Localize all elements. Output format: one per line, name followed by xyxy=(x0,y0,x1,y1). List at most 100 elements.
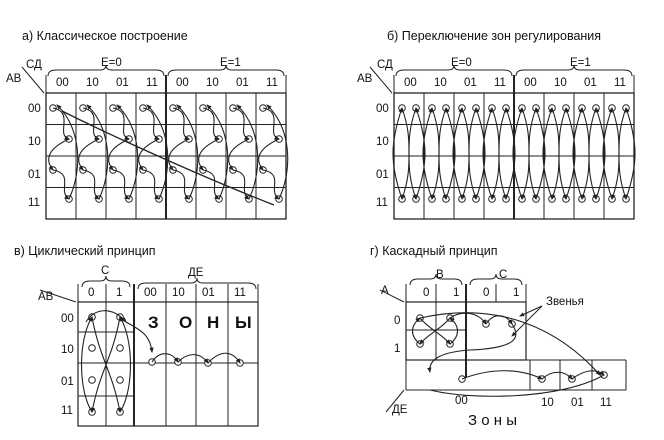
panel-d-row-label: 0 xyxy=(394,315,401,327)
panel-d-col-c-label: 0 xyxy=(483,287,490,299)
panel-c-path xyxy=(119,316,131,413)
panel-b-col-label: 10 xyxy=(554,77,567,89)
panel-c-col-de-label: 11 xyxy=(234,287,246,299)
panel-a-cycle-path xyxy=(236,104,259,200)
panel-a-col-label: 00 xyxy=(56,77,69,89)
panel-a-brace xyxy=(47,64,165,77)
panel-a-cycle-path xyxy=(168,138,190,171)
panel-d-links-pointer xyxy=(511,305,543,337)
panel-c-zone-letter: Ы xyxy=(235,313,253,332)
panel-d-group-c: С xyxy=(499,269,508,281)
panel-d-zones-word: З о н ы xyxy=(468,412,517,429)
panel-a-cycle-path xyxy=(202,169,220,200)
panel-d-corner-line xyxy=(379,289,405,303)
panel-d-bottom-label: 00 xyxy=(455,395,468,407)
panel-d-corner-bottom: ДЕ xyxy=(392,404,408,416)
panel-b-cycle-path xyxy=(445,106,456,200)
panel-a-cycle-path xyxy=(112,107,131,140)
panel-d-path xyxy=(419,317,451,345)
panel-a-cycle-path xyxy=(172,107,191,140)
panel-a-cycle-path xyxy=(112,169,130,200)
panel-a-col-label: 01 xyxy=(116,77,129,89)
panel-a-cycle-path xyxy=(258,138,280,171)
panel-a-cycle-path xyxy=(48,138,70,171)
panel-b-cycle-path xyxy=(392,106,403,200)
panel-b-corner-left: АВ xyxy=(357,73,373,85)
panel-a-group-left: E=0 xyxy=(101,57,122,69)
panel-d-col-b-label: 0 xyxy=(423,287,430,299)
panel-b-cycle-path xyxy=(551,107,567,201)
panel-b-group-right: E=1 xyxy=(570,57,591,69)
panel-d-zone-path xyxy=(429,374,605,397)
panel-a-col-label: 01 xyxy=(236,77,249,89)
panel-a-corner-diagonal xyxy=(21,66,45,94)
panel-b-cycle-path xyxy=(572,106,583,200)
panel-b-cycle-path xyxy=(565,106,576,200)
panel-a-col-label: 11 xyxy=(266,77,278,89)
panel-b-cycle-path xyxy=(602,106,613,200)
panel-a-row-label: 10 xyxy=(28,136,41,148)
panel-b-corner-diagonal xyxy=(369,66,393,94)
panel-c-row-label: 01 xyxy=(61,376,74,388)
panel-c-node xyxy=(88,344,96,352)
panel-a-cycle-path xyxy=(82,169,100,200)
panel-b-cycle-path xyxy=(452,106,463,200)
panel-a-cycle-path xyxy=(108,138,130,171)
panel-b-cycle-path xyxy=(535,106,546,200)
panel-a-cycle-path xyxy=(146,104,169,200)
panel-c-row-label: 11 xyxy=(61,405,73,417)
panel-b-brace xyxy=(515,64,633,77)
panel-a-cycle-path xyxy=(202,107,221,140)
panel-a-cycle-path xyxy=(78,138,100,171)
panel-d-corner-left: А xyxy=(381,285,389,297)
panel-b-col-label: 00 xyxy=(524,77,537,89)
panel-d-col-b-label: 1 xyxy=(453,287,460,299)
panel-c-col-de-label: 10 xyxy=(172,287,185,299)
panel-a-cycle-path xyxy=(198,138,220,171)
panel-c-zone-letter: З xyxy=(148,313,160,332)
panel-b-group-left: E=0 xyxy=(451,57,472,69)
panel-d-path xyxy=(427,323,517,374)
panel-a-cycle-path xyxy=(86,104,109,200)
panel-b-cycle-path xyxy=(542,106,553,200)
panel-c-col-c-label: 0 xyxy=(88,287,95,299)
panel-c-brace xyxy=(81,275,131,288)
panel-b-cycle-path xyxy=(475,106,486,200)
panel-d-brace xyxy=(409,273,463,286)
panel-b-cycle-path xyxy=(521,107,537,201)
panel-a-title: а) Классическое построение xyxy=(22,29,188,43)
panel-a-cycle-path xyxy=(138,138,160,171)
panel-a-corner-left: АВ xyxy=(6,73,22,85)
panel-b-row-label: 10 xyxy=(376,136,389,148)
panel-a-cycle-path xyxy=(142,169,160,200)
panel-d-zone-path xyxy=(461,370,543,380)
panel-c-path xyxy=(81,316,93,413)
panel-c-path xyxy=(90,316,121,414)
panel-a-cycle-path xyxy=(228,138,250,171)
panel-c-brace xyxy=(137,277,257,290)
panel-d-zone-path xyxy=(571,370,605,380)
panel-c-row-label: 00 xyxy=(61,313,74,325)
panel-b-brace xyxy=(395,64,513,77)
panel-c-group-c: С xyxy=(101,265,110,277)
panel-d-bottom-label: 11 xyxy=(600,397,612,409)
panel-c-zone-path xyxy=(151,353,179,363)
panel-b-corner-top: СД xyxy=(377,59,393,71)
panel-a-corner-top: СД xyxy=(26,59,42,71)
panel-d-path xyxy=(449,312,487,325)
panel-a-cycle-path xyxy=(142,107,161,140)
panel-c-path xyxy=(85,310,127,323)
panel-a-zone-switch-path xyxy=(61,110,275,206)
panel-b-cycle-path xyxy=(611,107,627,201)
panel-a-cycle-path xyxy=(266,104,289,200)
panel-c-col-de-label: 01 xyxy=(202,287,215,299)
panel-b-cycle-path xyxy=(461,107,477,201)
panel-a-brace xyxy=(167,64,285,77)
panel-a-cycle-path xyxy=(232,169,250,200)
panel-c-group-de: ДЕ xyxy=(188,267,204,279)
panel-d-path xyxy=(419,317,451,345)
panel-a-col-label: 00 xyxy=(176,77,189,89)
panel-c-corner-left: АВ xyxy=(38,291,54,303)
panel-a-cycle-path xyxy=(232,107,251,140)
